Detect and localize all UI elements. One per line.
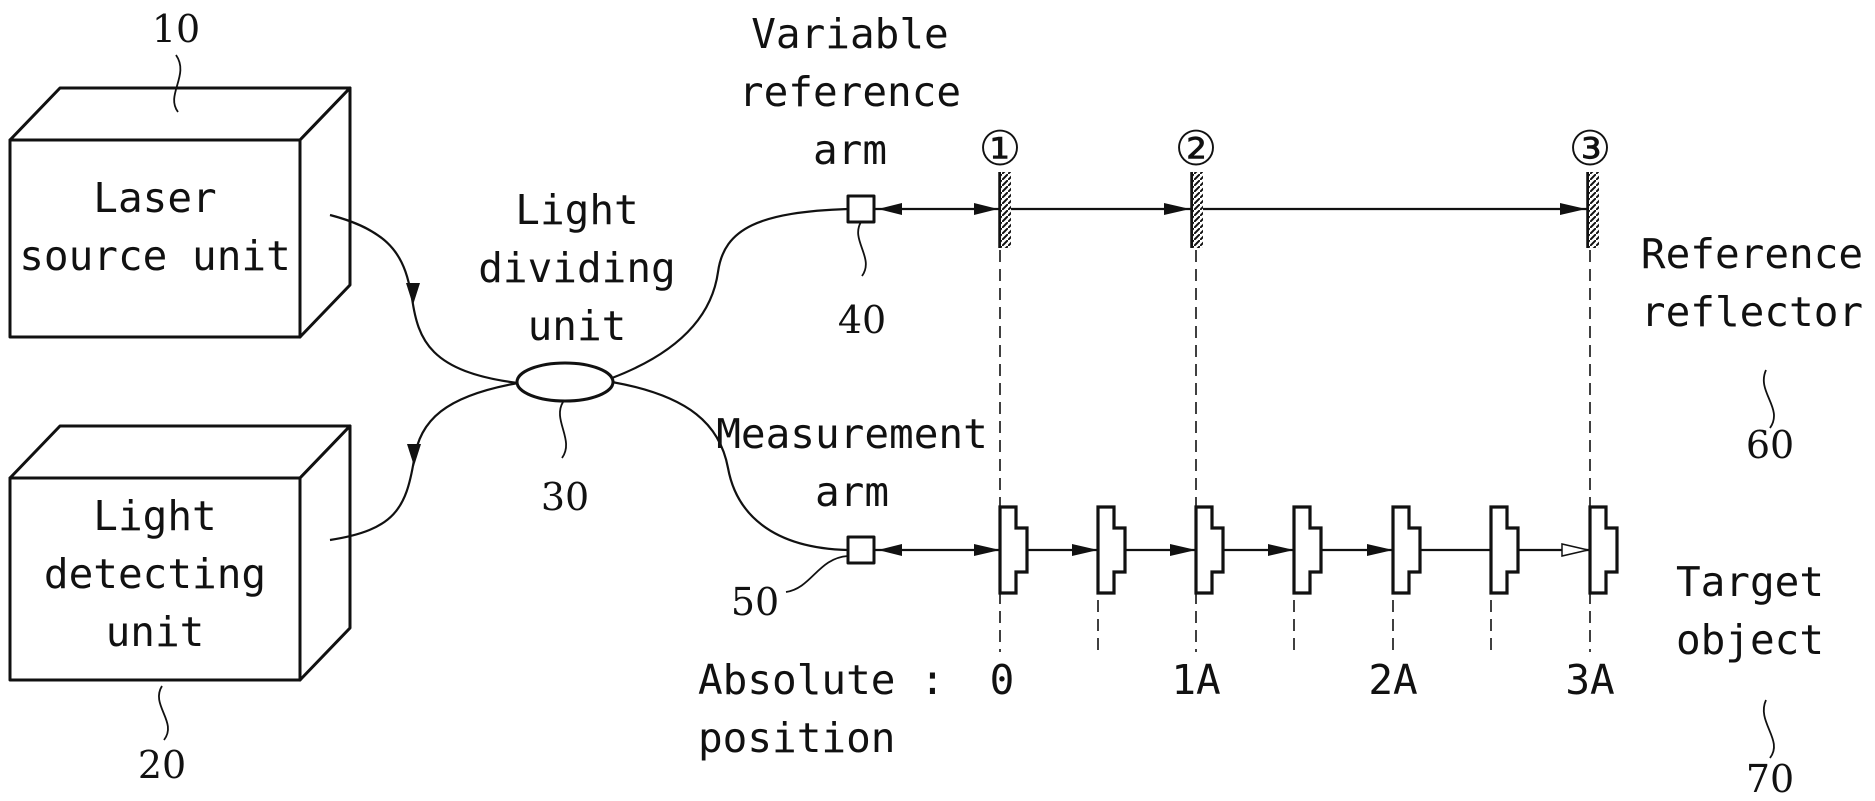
target-object-pos-0 bbox=[998, 505, 1029, 595]
fiber-arrow-down-2 bbox=[407, 444, 421, 466]
fiber-arrow-down-1 bbox=[406, 283, 420, 305]
target-object-pos-2A bbox=[1391, 505, 1422, 595]
light-dividing-leader bbox=[559, 401, 567, 459]
reference-arrow-left bbox=[878, 203, 902, 215]
tick-label-3A: 3A bbox=[1565, 656, 1614, 704]
light-dividing-label-line2: dividing bbox=[478, 244, 675, 292]
fiber-coupler-to-detector bbox=[329, 381, 519, 542]
laser-source-number: 10 bbox=[152, 7, 200, 51]
measurement-arm-label-line2: arm bbox=[815, 468, 889, 516]
fiber-laser-to-coupler bbox=[329, 213, 519, 385]
tick-label-1A: 1A bbox=[1171, 656, 1220, 704]
target-object-label-line2: object bbox=[1676, 616, 1824, 664]
measurement-arrow-1 bbox=[974, 544, 1000, 556]
position-marker-1: ① bbox=[978, 121, 1021, 177]
target-object-pos-1-5a bbox=[1292, 505, 1323, 595]
reference-arrow-right-1 bbox=[974, 203, 998, 215]
target-object-label-line1: Target bbox=[1676, 558, 1824, 606]
tick-label-2A: 2A bbox=[1368, 656, 1417, 704]
reference-reflector-label-line2: reflector bbox=[1641, 288, 1863, 336]
light-detecting-leader bbox=[158, 685, 169, 741]
reference-reflector-label-line1: Reference bbox=[1641, 230, 1863, 278]
measurement-arrow-3 bbox=[1170, 544, 1196, 556]
light-dividing-label-line1: Light bbox=[515, 186, 638, 234]
measurement-arm-label-line1: Measurement bbox=[716, 410, 988, 458]
laser-source-label-line2: source unit bbox=[19, 232, 291, 280]
measurement-arrow-left bbox=[878, 544, 902, 556]
position-marker-2: ② bbox=[1174, 121, 1217, 177]
reference-arm-leader bbox=[857, 221, 867, 277]
reference-arm-number: 40 bbox=[838, 298, 886, 342]
light-dividing-number: 30 bbox=[541, 475, 589, 519]
measurement-arrow-2 bbox=[1072, 544, 1098, 556]
reference-mirror-2 bbox=[1190, 172, 1203, 248]
measurement-arrow-5 bbox=[1367, 544, 1393, 556]
measurement-arrow-6-open bbox=[1561, 543, 1589, 557]
position-marker-3: ③ bbox=[1568, 121, 1611, 177]
measurement-arrow-4 bbox=[1268, 544, 1294, 556]
light-detecting-unit: Light detecting unit bbox=[8, 424, 352, 682]
axis-label-line2: position bbox=[698, 714, 895, 762]
reference-arrow-right-2 bbox=[1164, 203, 1190, 215]
fiber-coupler-to-measurement bbox=[611, 380, 849, 552]
target-object-pos-half-a bbox=[1096, 505, 1127, 595]
light-detecting-number: 20 bbox=[138, 743, 186, 787]
target-object-leader bbox=[1763, 699, 1775, 759]
target-object-pos-2-5a bbox=[1489, 505, 1520, 595]
reference-arm-label-line2: reference bbox=[739, 68, 961, 116]
reference-reflector-leader bbox=[1763, 369, 1775, 429]
measurement-arm-collimator bbox=[846, 535, 876, 565]
target-object-pos-1A bbox=[1194, 505, 1225, 595]
light-detecting-label-line1: Light bbox=[93, 492, 216, 540]
fiber-coupler-to-reference bbox=[611, 207, 849, 380]
light-dividing-label-line3: unit bbox=[528, 302, 627, 350]
light-detecting-label-line3: unit bbox=[106, 608, 205, 656]
laser-source-unit: Laser source unit bbox=[8, 86, 352, 339]
laser-source-leader bbox=[173, 54, 182, 113]
reference-reflector-number: 60 bbox=[1746, 423, 1794, 467]
target-object-pos-3A bbox=[1588, 505, 1619, 595]
measurement-arm-leader bbox=[785, 555, 849, 593]
axis-label-line1: Absolute : bbox=[698, 656, 945, 704]
measurement-arm-number: 50 bbox=[731, 580, 779, 624]
reference-arm-label-line1: Variable bbox=[751, 10, 948, 58]
reference-mirror-3 bbox=[1586, 172, 1599, 248]
reference-arrow-right-3 bbox=[1560, 203, 1586, 215]
reference-arm-collimator bbox=[846, 194, 876, 224]
light-dividing-coupler bbox=[515, 361, 615, 403]
tick-label-0: 0 bbox=[990, 656, 1015, 704]
laser-source-label-line1: Laser bbox=[93, 174, 216, 222]
target-object-number: 70 bbox=[1746, 757, 1794, 801]
reference-mirror-1 bbox=[998, 172, 1011, 248]
light-detecting-label-line2: detecting bbox=[44, 550, 266, 598]
reference-arm-label-line3: arm bbox=[813, 126, 887, 174]
